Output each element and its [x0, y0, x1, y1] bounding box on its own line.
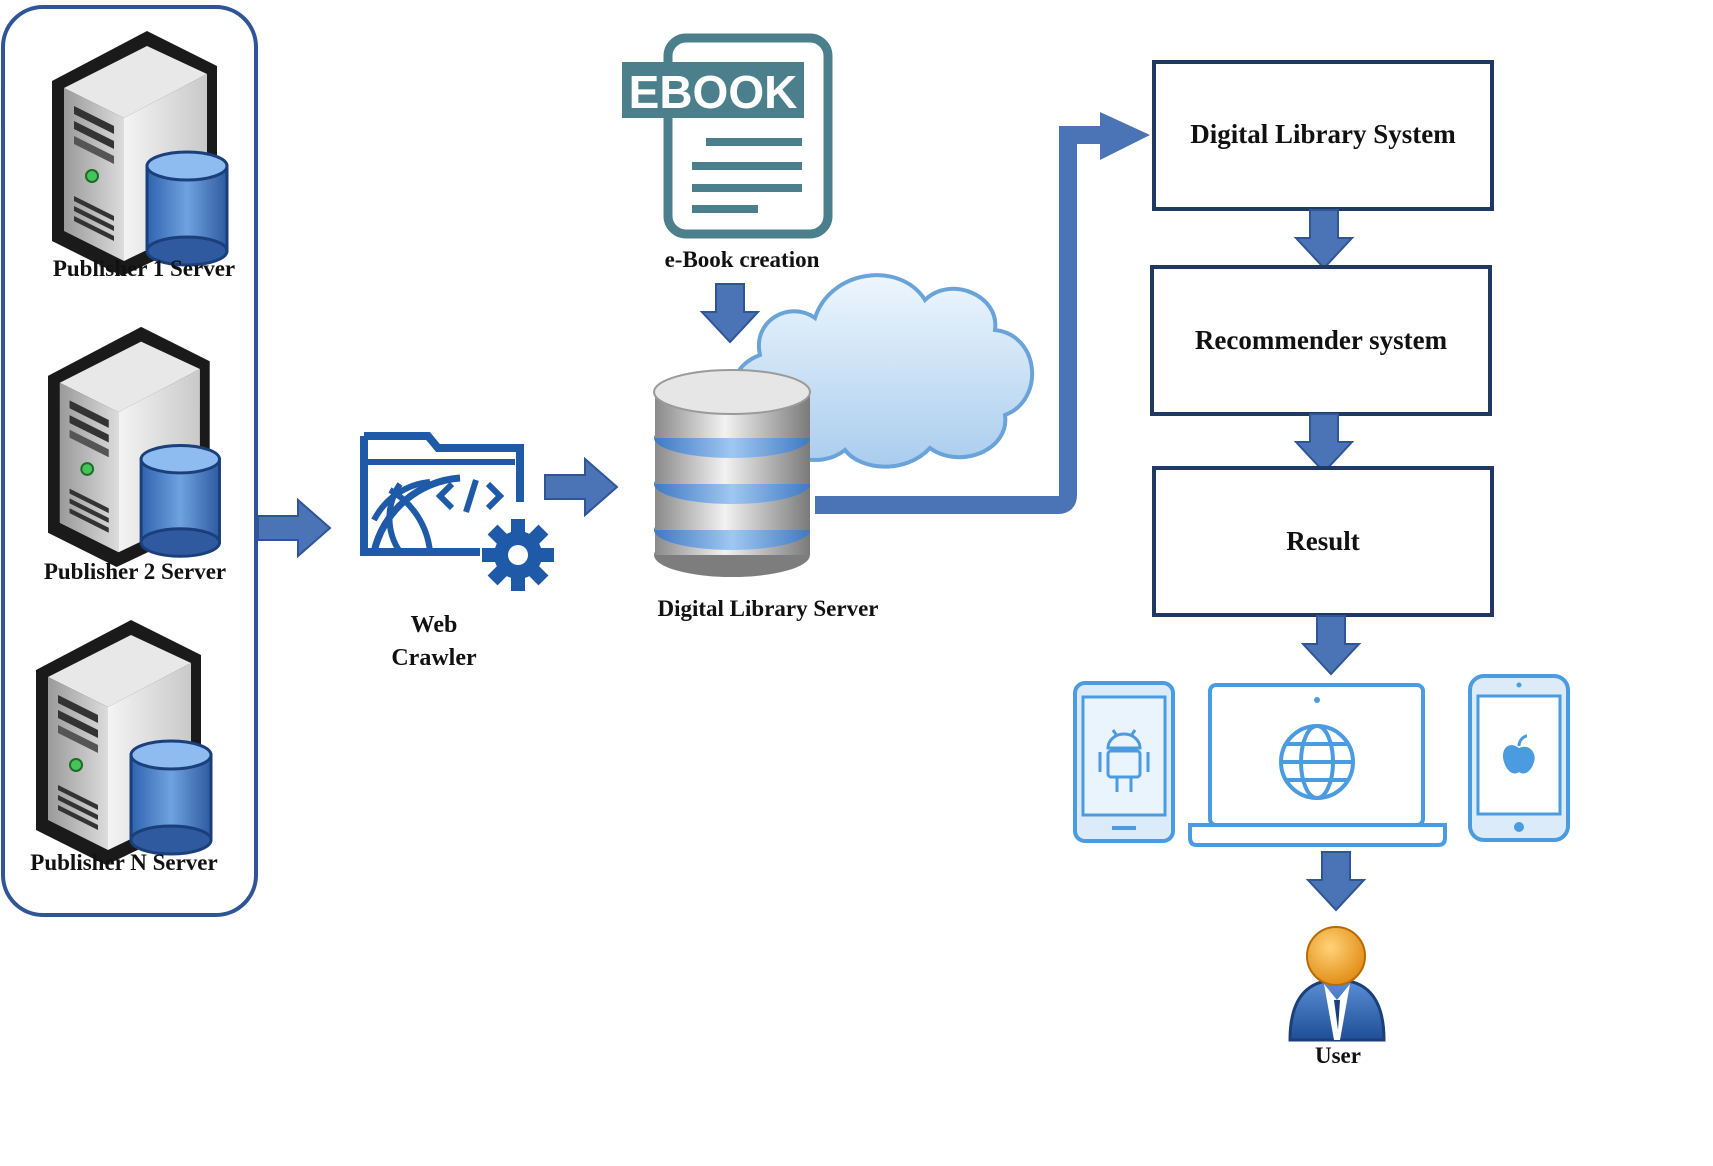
- publisher-group-frame: [1, 5, 258, 917]
- publisher-n-server-icon: [34, 618, 213, 867]
- publisher-2-server-icon: [46, 325, 221, 569]
- digital-library-server-icon: [653, 369, 811, 577]
- android-phone-icon: [1073, 681, 1175, 843]
- publisher-n-label: Publisher N Server: [30, 850, 217, 875]
- arrow-crawler-to-server: [544, 458, 618, 516]
- arrow-server-to-system: [815, 112, 1150, 514]
- publisher-1-server-icon: [50, 29, 229, 278]
- laptop-globe-icon: [1188, 683, 1447, 847]
- recommender-system-label: Recommender system: [1195, 325, 1448, 355]
- publisher-1-label: Publisher 1 Server: [53, 256, 235, 281]
- web-crawler-label-line1: Web: [411, 612, 458, 638]
- publisher-2-label: Publisher 2 Server: [44, 559, 226, 584]
- web-crawler-label-line2: Crawler: [391, 645, 477, 671]
- recommender-system-box: [1150, 265, 1492, 416]
- ebook-badge-text: EBOOK: [629, 66, 798, 118]
- digital-library-system-label: Digital Library System: [1190, 119, 1456, 149]
- web-crawler-icon: [360, 432, 554, 591]
- result-box: [1152, 466, 1494, 617]
- arrow-recommender-to-result: [1295, 413, 1353, 473]
- user-icon: [1288, 926, 1386, 1042]
- iphone-icon: [1468, 674, 1570, 842]
- ebook-creation-label: e-Book creation: [665, 247, 820, 272]
- arrow-devices-to-user: [1307, 851, 1365, 911]
- digital-library-server-label: Digital Library Server: [657, 596, 878, 621]
- arrow-system-to-recommender: [1295, 209, 1353, 269]
- arrow-publishers-to-crawler: [257, 499, 331, 557]
- arrow-ebook-to-server: [701, 283, 759, 343]
- result-label: Result: [1286, 526, 1360, 556]
- digital-library-system-box: [1152, 60, 1494, 211]
- user-label: User: [1315, 1043, 1361, 1068]
- arrow-result-to-devices: [1302, 615, 1360, 675]
- ebook-icon: EBOOK: [622, 33, 833, 239]
